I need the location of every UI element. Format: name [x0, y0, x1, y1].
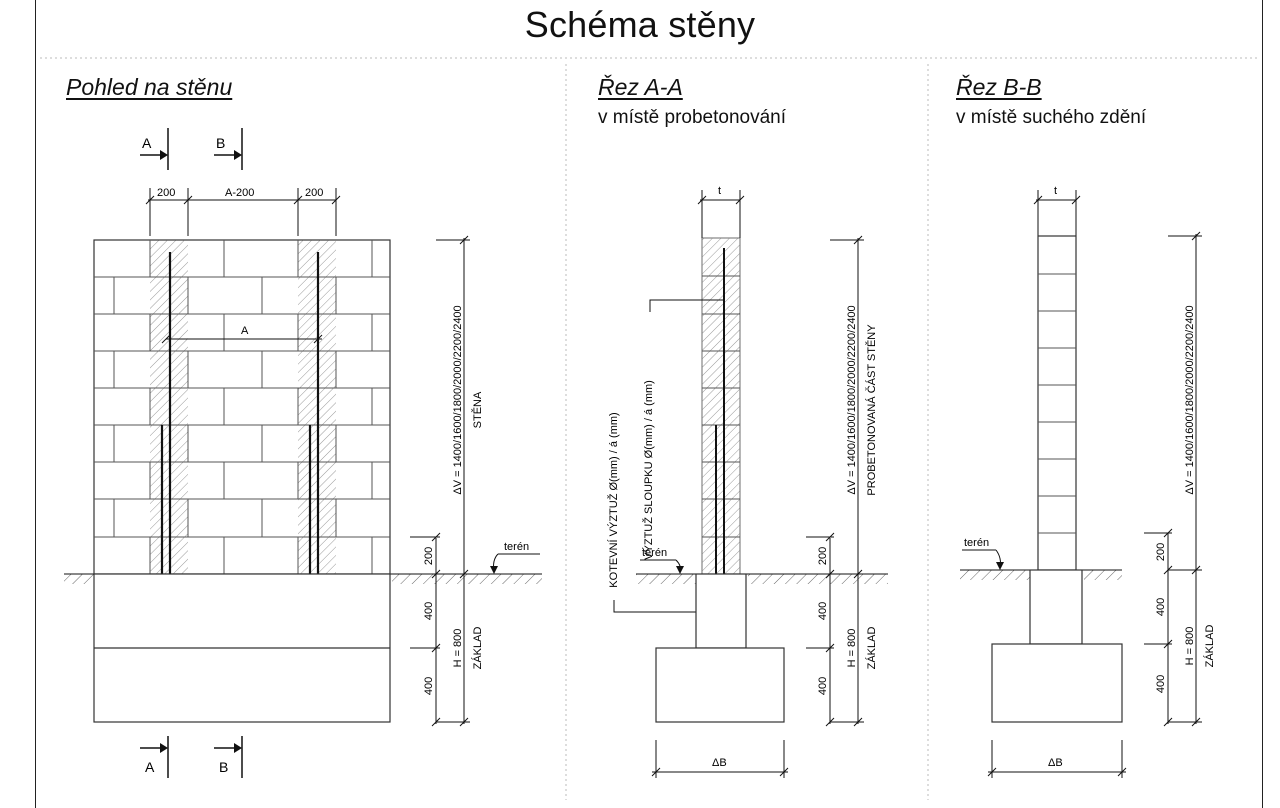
bb-t-label: t	[1054, 185, 1057, 197]
aa-dim-height: ΔV = 1400/1600/1800/2000/2200/2400	[846, 305, 858, 494]
bb-wall-column	[1037, 235, 1077, 571]
view-dim-height: ΔV = 1400/1600/1800/2000/2200/2400	[452, 305, 464, 494]
dim-a-inner	[161, 334, 323, 344]
bb-dim-b	[987, 740, 1127, 778]
aa-label-concrete: PROBETONOVANÁ ČÁST STĚNY	[865, 324, 878, 496]
masonry-wall	[93, 239, 391, 575]
section-bb-subtitle: v místě suchého zdění	[956, 107, 1147, 128]
ground-hatch-left	[64, 574, 94, 584]
bb-dim-400-upper: 400	[1155, 598, 1167, 616]
bb-dim-b-label: ΔB	[1048, 757, 1063, 769]
ground-hatch-right	[392, 574, 542, 584]
bb-label-foundation: ZÁKLAD	[1203, 625, 1216, 668]
bb-foundation-lower	[991, 643, 1123, 723]
view-dim-h: H = 800	[452, 629, 464, 668]
panel-separators	[40, 57, 1258, 800]
dim-right-200: 200	[305, 187, 323, 199]
section-a-marker-bottom: A	[140, 736, 169, 778]
section-aa-drawing: t VÝZTUŽ SLOUPKU Ø(mm) / á (mm) KOTEVNÍ …	[607, 185, 888, 778]
aa-wall-column	[701, 237, 741, 575]
bb-foundation-upper	[1029, 569, 1083, 645]
view-dim-400-lower: 400	[423, 677, 435, 695]
aa-foundation-lower	[655, 647, 785, 723]
section-aa-subtitle: v místě probetonování	[598, 107, 786, 128]
aa-dim-400-upper: 400	[817, 602, 829, 620]
aa-dim-400-lower: 400	[817, 677, 829, 695]
aa-label-column-rebar: VÝZTUŽ SLOUPKU Ø(mm) / á (mm)	[642, 380, 655, 560]
aa-ground-right	[748, 574, 888, 584]
view-right-dimensions	[410, 235, 470, 727]
aa-dim-b-label: ΔB	[712, 757, 727, 769]
page-title: Schéma stěny	[524, 4, 756, 45]
view-top-dimensions	[145, 188, 341, 236]
view-dim-200: 200	[423, 547, 435, 565]
section-bb-title: Řez B-B	[956, 74, 1042, 100]
aa-block-joints	[702, 275, 740, 538]
aa-ground-left	[636, 574, 698, 584]
aa-dim-b	[651, 740, 789, 778]
section-b-label: B	[216, 135, 225, 151]
section-a-label-bottom: A	[145, 759, 155, 775]
wall-view: A B A B	[64, 128, 542, 778]
aa-label-anchor-rebar: KOTEVNÍ VÝZTUŽ Ø(mm) / á (mm)	[607, 412, 620, 587]
section-b-marker-top: B	[214, 128, 243, 170]
aa-dim-t	[697, 190, 745, 238]
aa-right-dimensions	[806, 235, 864, 727]
bb-ground-right	[1084, 570, 1122, 580]
bb-block-joints	[1038, 273, 1076, 534]
section-b-label-bottom: B	[219, 759, 228, 775]
bb-dim-height: ΔV = 1400/1600/1800/2000/2200/2400	[1184, 305, 1196, 494]
bb-dim-t	[1033, 190, 1081, 236]
aa-dim-200: 200	[817, 547, 829, 565]
dim-a-minus-200: A-200	[225, 187, 254, 199]
section-a-label: A	[142, 135, 152, 151]
section-a-marker-top: A	[140, 128, 169, 170]
view-title: Pohled na stěnu	[66, 74, 233, 100]
dim-a-label: A	[241, 325, 249, 337]
view-label-foundation: ZÁKLAD	[471, 627, 484, 670]
bb-terrain-label: terén	[964, 537, 989, 549]
bb-right-dimensions	[1144, 231, 1202, 727]
bb-dim-400-lower: 400	[1155, 675, 1167, 693]
section-bb-drawing: t terén ΔV = 1400/1600/1800/2000/2	[960, 185, 1216, 778]
aa-t-label: t	[718, 185, 721, 197]
dim-left-200: 200	[157, 187, 175, 199]
section-b-marker-bottom: B	[214, 736, 243, 778]
view-dim-400-upper: 400	[423, 602, 435, 620]
view-label-wall: STĚNA	[471, 391, 484, 428]
aa-foundation-upper	[695, 573, 747, 649]
view-terrain-label: terén	[504, 541, 529, 553]
bb-dim-h: H = 800	[1184, 627, 1196, 666]
aa-label-foundation: ZÁKLAD	[865, 627, 878, 670]
drawing-frame	[35, 0, 1263, 808]
bb-ground-left	[960, 570, 1030, 580]
section-aa-title: Řez A-A	[598, 74, 683, 100]
bb-dim-200: 200	[1155, 543, 1167, 561]
aa-terrain-label: terén	[642, 547, 667, 559]
aa-dim-h: H = 800	[846, 629, 858, 668]
